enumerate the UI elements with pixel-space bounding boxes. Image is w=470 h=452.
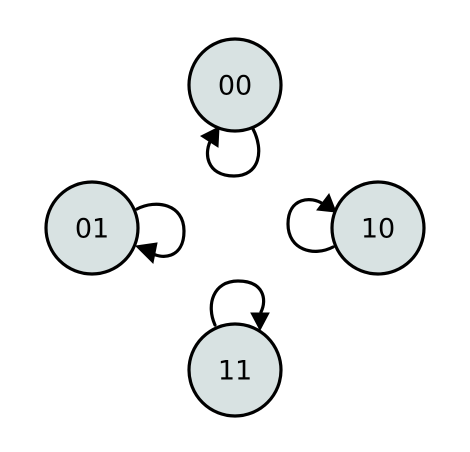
self-loop-11-path	[209, 279, 266, 327]
self-loop-10-path	[286, 198, 335, 253]
state-circle-00	[187, 37, 283, 133]
self-loop-00-path	[205, 127, 261, 178]
self-loop-01-path	[135, 202, 186, 258]
state-circle-11	[187, 322, 283, 418]
state-label-00: 00	[218, 71, 252, 102]
self-loop-11-arrowhead	[250, 312, 270, 332]
state-node-10: 10	[330, 180, 426, 276]
state-circle-01	[44, 180, 140, 276]
state-circle-10	[330, 180, 426, 276]
state-label-11: 11	[218, 356, 252, 387]
self-loop-00	[199, 126, 261, 178]
state-node-00: 00	[187, 37, 283, 133]
state-node-01: 01	[44, 180, 140, 276]
self-loop-11	[209, 279, 270, 332]
state-label-01: 01	[75, 214, 109, 245]
self-loop-01-arrowhead	[134, 242, 158, 265]
state-label-10: 10	[361, 214, 395, 245]
self-loop-10	[286, 192, 337, 253]
self-loop-10-arrowhead	[316, 192, 337, 213]
self-loop-00-arrowhead	[199, 126, 220, 148]
self-loop-01	[134, 202, 186, 265]
state-node-11: 11	[187, 322, 283, 418]
